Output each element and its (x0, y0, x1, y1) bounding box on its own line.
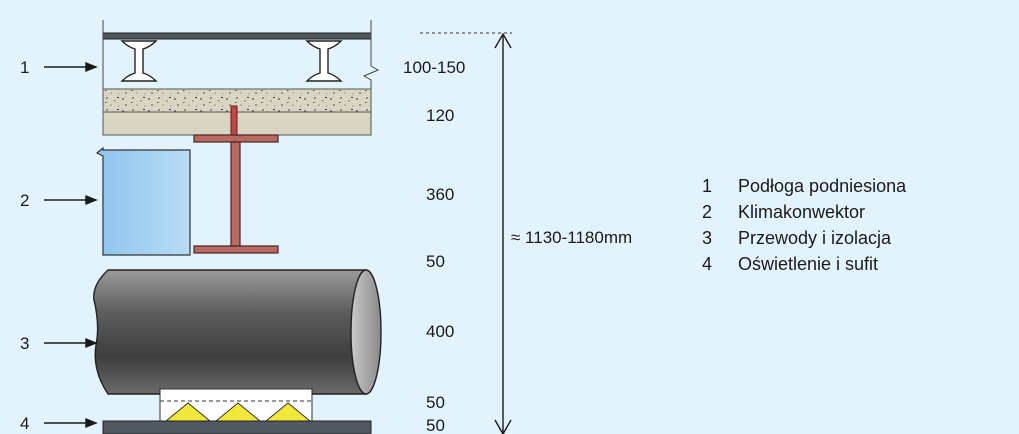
suspended-ceiling (102, 420, 372, 434)
thickness-light: 50 (426, 393, 445, 412)
callout-1: 1 (20, 58, 29, 77)
legend-num-1: 1 (702, 176, 712, 196)
legend-label-4: Oświetlenie i sufit (738, 254, 878, 274)
callout-arrows (44, 61, 98, 429)
callout-4: 4 (20, 414, 29, 433)
lighting-and-ceiling (102, 388, 372, 434)
fan-coil-unit (95, 146, 191, 256)
duct-with-insulation (93, 269, 382, 395)
concrete-slab (102, 88, 372, 137)
legend-label-2: Klimakonwektor (738, 202, 865, 222)
callout-2: 2 (20, 191, 29, 210)
steel-beam (193, 134, 279, 254)
shear-stud (230, 105, 238, 137)
total-height-dimension (420, 32, 512, 434)
thickness-beam: 360 (426, 185, 454, 204)
legend-label-3: Przewody i izolacja (738, 228, 892, 248)
callout-3: 3 (20, 334, 29, 353)
pedestal-right (305, 40, 343, 82)
legend-num-3: 3 (702, 228, 712, 248)
thickness-slab: 120 (426, 106, 454, 125)
legend-label-1: Podłoga podniesiona (738, 176, 907, 196)
thickness-raised-floor: 100-150 (403, 58, 465, 77)
thickness-ceiling: 50 (426, 416, 445, 434)
legend-num-2: 2 (702, 202, 712, 222)
pedestal-left (120, 40, 158, 82)
legend: 1 Podłoga podniesiona 2 Klimakonwektor 3… (702, 176, 907, 274)
raised-floor (102, 20, 380, 89)
legend-num-4: 4 (702, 254, 712, 274)
thickness-duct: 400 (426, 322, 454, 341)
thickness-gap: 50 (426, 252, 445, 271)
total-height-label: ≈ 1130-1180mm (511, 228, 632, 247)
floor-panel (102, 32, 372, 40)
